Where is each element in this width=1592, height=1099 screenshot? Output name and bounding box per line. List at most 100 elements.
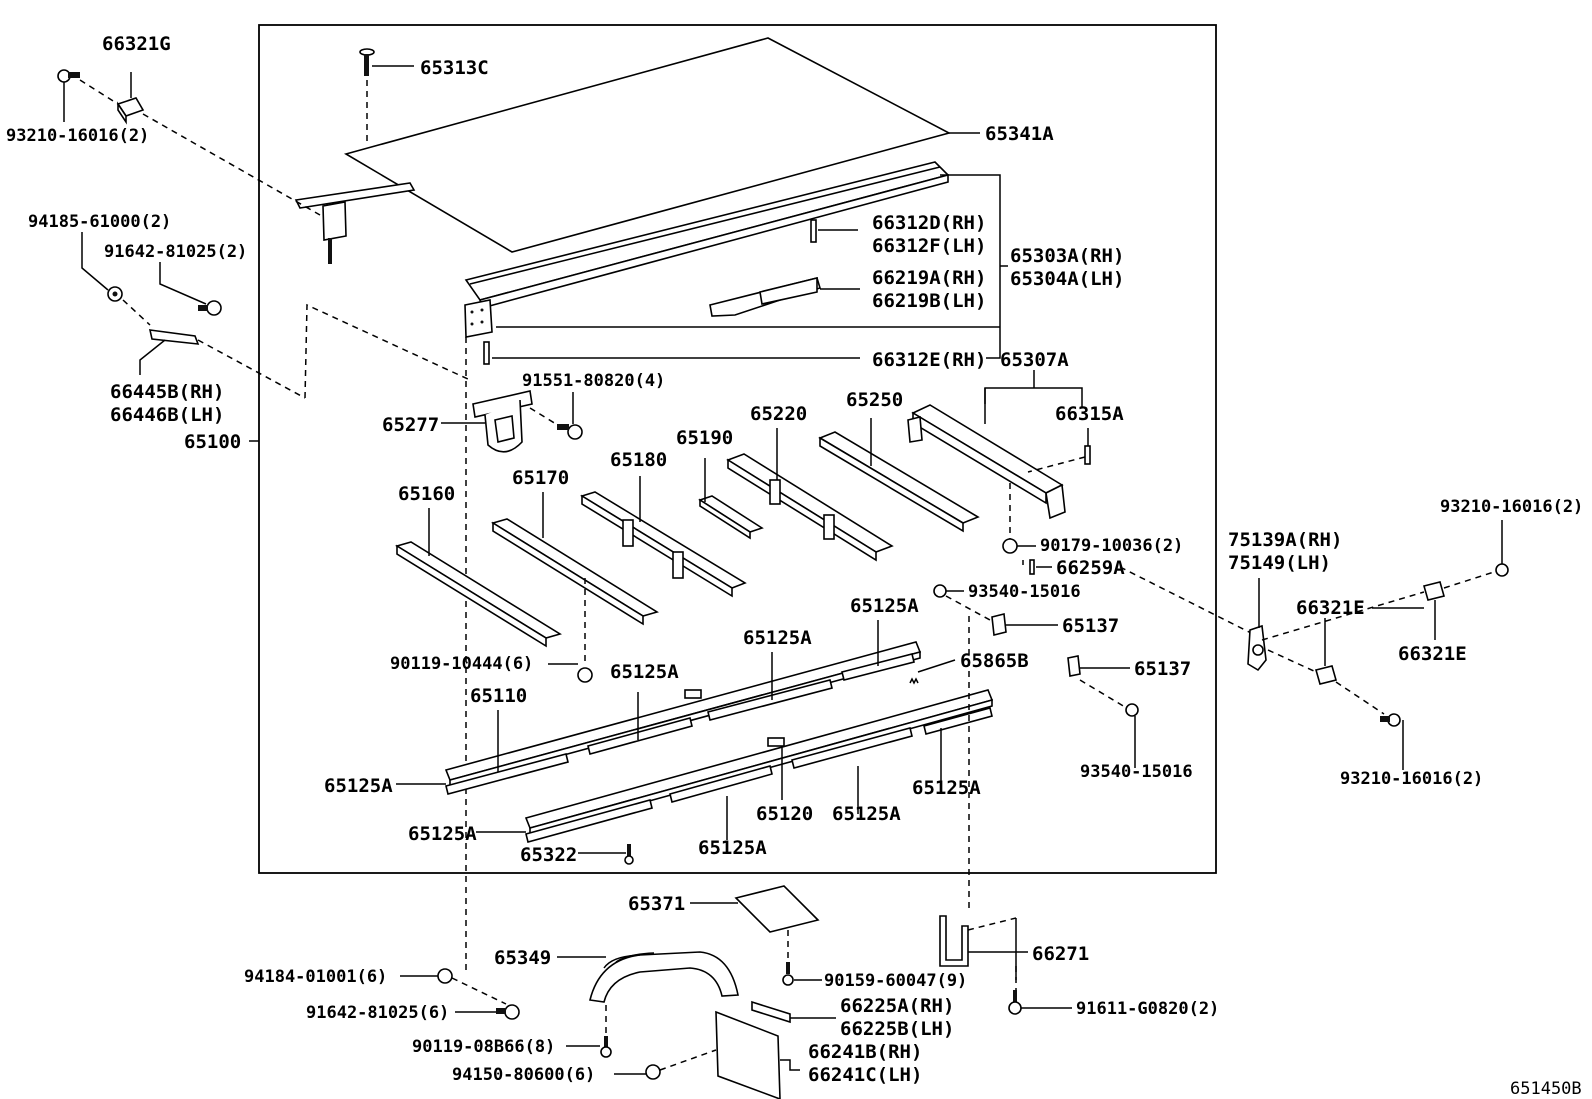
label-65250: 65250 [846,389,903,411]
label-65304A: 65304A(LH) [1010,268,1124,290]
label-90119-08B66: 90119-08B66(8) [412,1037,555,1057]
pin-66312D [810,219,817,243]
label-65125A-2: 65125A [743,627,812,649]
label-91551-80820: 91551-80820(4) [522,371,665,391]
label-66321E-b: 66321E [1398,643,1467,665]
label-65190: 65190 [676,427,733,449]
bolt-90119-10444 [577,667,593,683]
label-65322: 65322 [520,844,577,866]
side-rail-65303A [464,161,950,338]
nut-94184 [437,968,453,984]
mudflap-66241B [715,1010,781,1099]
label-65865B: 65865B [960,650,1029,672]
label-75139A: 75139A(RH) [1228,529,1342,551]
label-65303A: 65303A(RH) [1010,245,1124,267]
label-65307A: 65307A [1000,349,1069,371]
label-66219B: 66219B(LH) [872,290,986,312]
label-66259A: 66259A [1056,557,1125,579]
bolt-91611 [1008,990,1022,1015]
label-65371: 65371 [628,893,685,915]
label-66312F: 66312F(LH) [872,235,986,257]
bracket-66271 [939,915,969,967]
label-66312E: 66312E(RH) [872,349,986,371]
label-65120: 65120 [756,803,813,825]
label-66219A: 66219A(RH) [872,267,986,289]
label-65341A: 65341A [985,123,1054,145]
bolt-93210-r1 [1495,563,1509,577]
bolt-90119-08B66 [600,1036,612,1058]
label-65137-a: 65137 [1062,615,1119,637]
label-93210-16016-r2: 93210-16016(2) [1340,769,1483,789]
label-65125A-5: 65125A [912,777,981,799]
clamp-66321E-a [1315,665,1337,685]
bracket-65137-b [1067,655,1081,677]
label-93210-16016-r1: 93210-16016(2) [1440,497,1583,517]
bolt-93540-b [1125,703,1139,717]
label-66225A: 66225A(RH) [840,995,954,1017]
fender-65349 [589,951,739,1003]
label-65180: 65180 [610,449,667,471]
bolt-65322 [624,844,634,865]
label-65125A-8: 65125A [698,837,767,859]
crossmember-65250 [818,431,980,533]
label-66321G: 66321G [102,33,171,55]
label-66315A: 66315A [1055,403,1124,425]
label-65137-b: 65137 [1134,658,1191,680]
label-65110: 65110 [470,685,527,707]
clip-65865B [909,677,919,685]
label-93540-15016-a: 93540-15016 [968,582,1081,602]
bracket-65137-a [991,613,1007,636]
label-65313C: 65313C [420,57,489,79]
pin-66259A [1029,559,1035,575]
label-91642-81025-top: 91642-81025(2) [104,242,247,262]
label-94150-80600: 94150-80600(6) [452,1065,595,1085]
bolt-93540-a [933,584,947,598]
label-94184-01001: 94184-01001(6) [244,967,387,987]
label-65100: 65100 [184,431,241,453]
label-65349: 65349 [494,947,551,969]
crossmember-65307A [907,404,1066,520]
bolt-91551 [557,424,583,440]
crossmember-65160 [395,541,562,648]
assembly-frame-65100 [258,24,1217,874]
label-65125A-6: 65125A [832,803,901,825]
screw-65313C [359,48,375,76]
label-90159-60047: 90159-60047(9) [824,971,967,991]
label-65160: 65160 [398,483,455,505]
label-66321E-a: 66321E [1296,597,1365,619]
clamp-66321E-b [1423,581,1445,601]
clamp-66321G [116,97,145,125]
label-66312D: 66312D(RH) [872,212,986,234]
label-93210-16016-tl: 93210-16016(2) [6,126,149,146]
spacers-65125A [445,653,993,843]
label-90179-10036: 90179-10036(2) [1040,536,1183,556]
label-91642-81025-bot: 91642-81025(6) [306,1003,449,1023]
bolt-93210-r2 [1380,713,1401,727]
label-65125A-4: 65125A [324,775,393,797]
bracket-66445B [148,329,200,345]
crossmember-65220 [726,453,894,562]
clip-66315A [1084,445,1091,465]
label-66445B: 66445B(RH) [110,381,224,403]
label-91611-G0820: 91611-G0820(2) [1076,999,1219,1019]
label-94185-61000: 94185-61000(2) [28,212,171,232]
nut-94150 [645,1064,661,1080]
screw-90159 [782,962,794,986]
bolt-91642-bot [496,1004,520,1020]
bolt-93210-tl [57,69,80,83]
label-66271: 66271 [1032,943,1089,965]
label-65125A-7: 65125A [408,823,477,845]
label-93540-15016-b: 93540-15016 [1080,762,1193,782]
bolt-91642-top [198,300,222,316]
crossmember-65190 [698,495,764,540]
nut-90179 [1002,538,1018,554]
plate-65371 [734,885,820,933]
label-65277: 65277 [382,414,439,436]
label-66241B: 66241B(RH) [808,1041,922,1063]
crossmember-65180 [580,491,747,598]
label-65170: 65170 [512,467,569,489]
part-labels: 66321G 93210-16016(2) 94185-61000(2) 916… [6,33,1583,1099]
label-65125A-3: 65125A [610,661,679,683]
label-65125A-1: 65125A [850,595,919,617]
